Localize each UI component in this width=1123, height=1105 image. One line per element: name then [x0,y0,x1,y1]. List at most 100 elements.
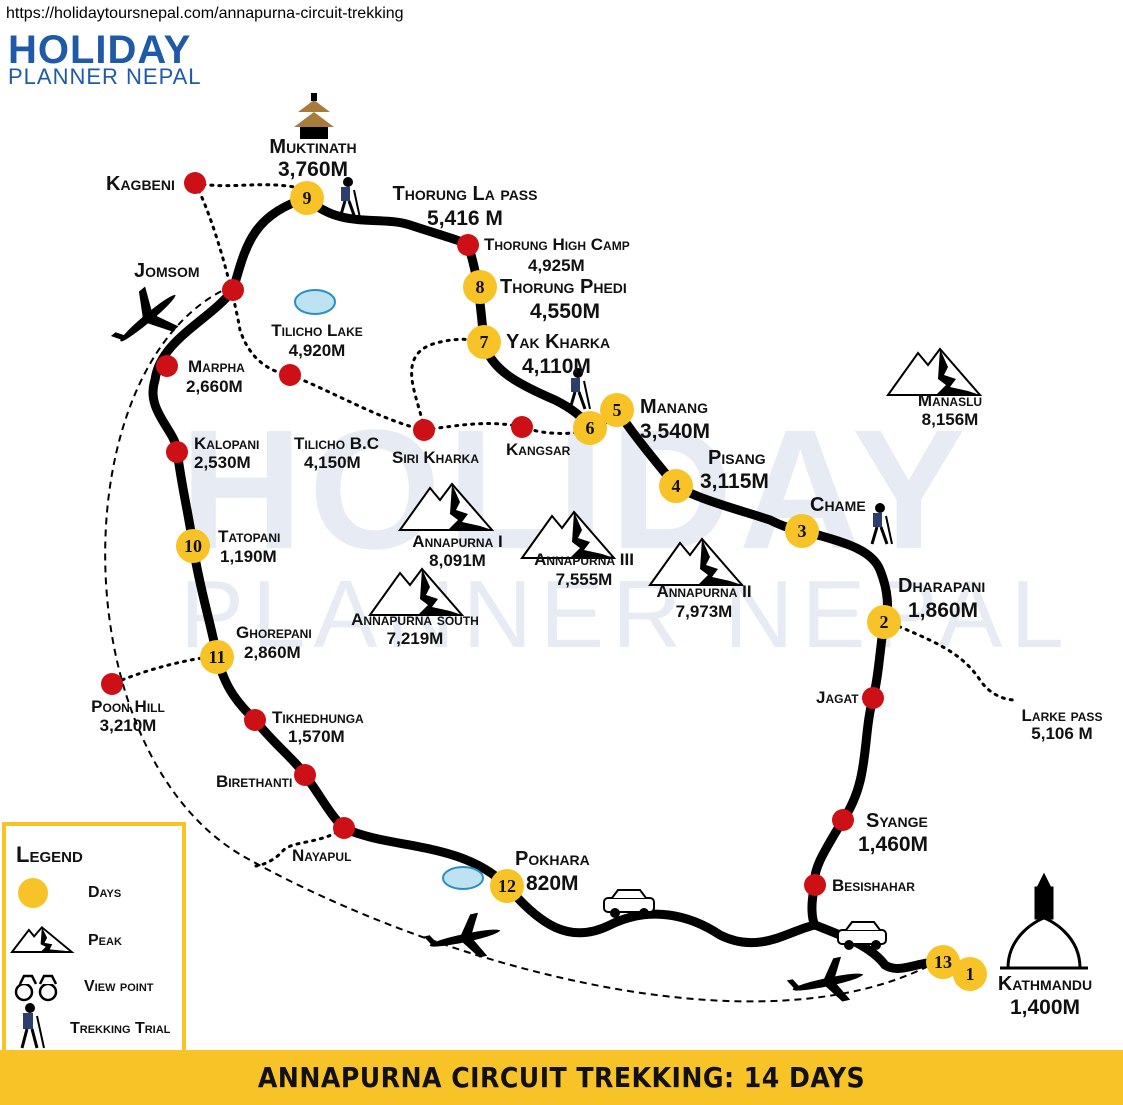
label-annapurna-2: Annapurna II [656,582,752,601]
label-pisang: Pisang [708,447,766,469]
lake-icon-tilicho [294,289,336,315]
alt-syange: 1,460M [858,833,929,856]
trekker-icon-yak [568,368,591,410]
day-number-6: 6 [586,418,595,438]
stop-syange [832,809,854,831]
stop-tikhedhunga [244,709,266,731]
day-number-11: 11 [208,647,225,667]
stop-kagbeni [184,172,206,194]
alt-muktinath: 3,760M [277,158,349,181]
legend: Legend Days Peak View point Trekking Tri… [2,822,186,1058]
label-tilicho-lake: Tilicho Lake [271,321,363,340]
stop-besishahar [804,874,826,896]
trekker-icon-thorung [338,177,361,219]
day-number-2: 2 [880,612,889,632]
day-marker-9 [290,181,324,215]
day-marker-5 [600,393,634,427]
day-marker-2 [867,605,901,639]
stupa-icon [1000,872,1088,970]
day-number-9: 9 [303,188,312,208]
plane-icon-kathmandu [786,956,864,1002]
day-number-10: 10 [184,536,202,556]
day-marker-12 [490,869,524,903]
alt-annapurna-2: 7,973M [675,602,733,621]
label-kalopani: Kalopani [194,434,260,453]
label-poon-hill: Poon Hill [91,697,165,716]
stop-birethanti [294,764,316,786]
peak-icon-annapurna-2 [649,538,743,586]
day-number-1: 1 [966,964,975,984]
car-icon-2 [837,921,887,950]
stop-nayapul [333,817,355,839]
legend-icons [10,878,75,1049]
label-annapurna-3: Annapurna III [534,550,634,569]
day-number-8: 8 [476,277,485,297]
label-larke-pass: Larke pass [1021,706,1103,725]
label-pokhara: Pokhara [515,848,590,870]
day-markers [176,181,987,991]
flight-route [104,285,941,1003]
alt-kathmandu: 1,400M [1009,996,1081,1019]
legend-title: Legend [16,842,83,867]
label-dharapani: Dharapani [898,575,986,597]
day-number-13: 13 [934,952,952,972]
stop-jagat [862,687,884,709]
alt-thorung-high-camp: 4,925M [528,256,585,275]
label-siri-kharka: Siri Kharka [392,448,480,467]
trekker-icon-chame [870,503,893,545]
label-thorung-phedi: Thorung Phedi [500,276,627,298]
label-ghorepani: Ghorepani [236,623,312,642]
alt-poon-hill: 3,210M [99,716,157,735]
label-tikhedhunga: Tikhedhunga [272,708,364,727]
watermark-line2: PLANNER NEPAL [180,561,1072,668]
alt-pokhara: 820M [526,872,579,895]
label-manang: Manang [640,396,708,418]
label-thorung-high-camp: Thorung High Camp [484,235,630,254]
label-tilicho-bc: Tilicho B.C [294,434,380,453]
label-birethanti: Birethanti [216,772,293,791]
day-number-4: 4 [672,476,681,496]
label-syange: Syange [866,810,928,832]
stop-marpha [156,355,178,377]
label-kagbeni: Kagbeni [106,173,175,195]
banner-title: ANNAPURNA CIRCUIT TREKKING: 14 DAYS [257,1061,866,1094]
stop-thorung-high-camp [457,234,479,256]
logo-subtitle: PLANNER NEPAL [8,64,202,89]
alt-pisang: 3,115M [700,470,769,493]
label-kangsar: Kangsar [506,440,571,459]
legend-label-peak: Peak [88,932,122,949]
label-besishahar: Besishahar [832,876,915,895]
alt-ghorepani: 2,860M [244,643,301,662]
day-marker-1 [953,957,987,991]
plane-icon-jomsom [110,286,179,342]
label-thorung-la: Thorung La pass [392,183,538,205]
day-number-5: 5 [613,400,622,420]
day-marker-13 [926,945,960,979]
label-annapurna-1: Annapurna I [412,532,503,551]
label-muktinath: Muktinath [269,136,357,158]
mountain-peak-icon [10,925,75,953]
day-number-7: 7 [480,332,489,352]
day-marker-4 [659,469,693,503]
alt-larke-pass: 5,106 M [1031,724,1093,743]
car-icon-1 [603,889,655,918]
trekker-icon [20,1003,45,1049]
peak-icon-annapurna-1 [399,483,493,531]
alt-thorung-la: 5,416 M [427,207,503,230]
day-marker-11 [200,640,234,674]
peak-icon-manaslu [887,348,981,396]
alt-tilicho-bc: 4,150M [304,453,361,472]
source-url: https://holidaytoursnepal.com/annapurna-… [6,5,404,22]
day-marker-6 [573,411,607,445]
binoculars-icon [14,974,58,1002]
label-kathmandu: Kathmandu [997,973,1093,995]
stop-tilicho-bc [279,364,301,386]
title-banner [0,1050,1123,1105]
alt-manaslu: 8,156M [921,410,979,429]
stop-kalopani [166,441,188,463]
alt-tilicho-lake: 4,920M [288,341,346,360]
day-marker-7 [467,325,501,359]
alt-annapurna-south: 7,219M [386,629,444,648]
day-marker-8 [463,270,497,304]
alt-yak-kharka: 4,110M [522,355,591,378]
